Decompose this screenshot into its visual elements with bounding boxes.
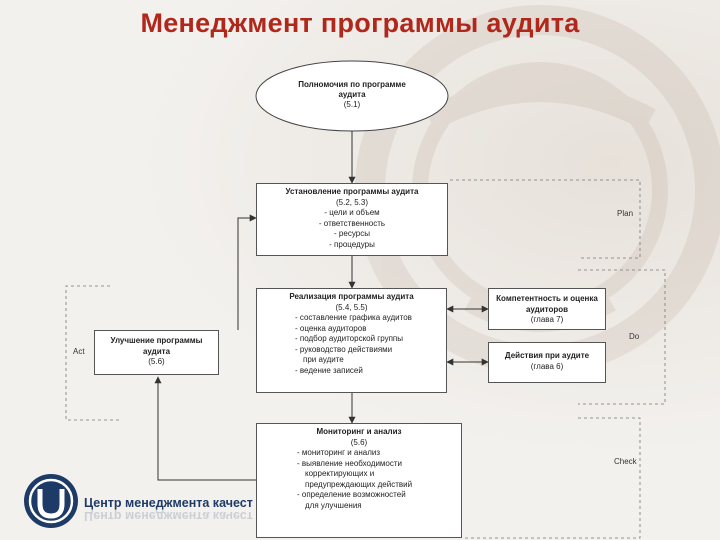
- monitor-ref: (5.6): [350, 437, 368, 447]
- slide-title: Менеджмент программы аудита: [140, 8, 580, 38]
- monitor-list: - мониторинг и анализ - выявление необхо…: [261, 448, 457, 511]
- plan-bracket: [450, 179, 641, 259]
- list-item: предупреждающих действий: [305, 479, 413, 489]
- improve-ref: (5.6): [148, 357, 165, 366]
- list-item: - мониторинг и анализ: [297, 448, 381, 457]
- activities-ref: (глава 6): [530, 361, 564, 371]
- list-item: для улучшения: [305, 500, 362, 510]
- logo-text: Центр менеджмента качест: [84, 496, 253, 510]
- authority-ref: (5.1): [343, 100, 361, 109]
- arrow-monitor-to-improve: [154, 376, 256, 481]
- organization-logo: [24, 474, 78, 528]
- list-item: - ресурсы: [334, 229, 370, 238]
- list-item: - процедуры: [329, 239, 375, 249]
- phase-act-label: Act: [73, 347, 85, 356]
- list-item: при аудите: [303, 355, 344, 364]
- establish-box: Установление программы аудита (5.2, 5.3)…: [256, 183, 448, 256]
- improve-title: Улучшение программы аудита: [110, 336, 203, 356]
- establish-list: - цели и объем - ответственность - ресур…: [261, 208, 443, 250]
- phase-plan-label: Plan: [617, 209, 634, 218]
- implement-title: Реализация программы аудита: [289, 292, 414, 301]
- list-item: - руководство действиями: [295, 344, 393, 354]
- competence-ref: (глава 7): [530, 315, 564, 324]
- list-item: - ведение записей: [295, 365, 363, 375]
- monitor-title: Мониторинг и анализ: [316, 427, 402, 436]
- list-item: - подбор аудиторской группы: [295, 334, 403, 343]
- list-item: - составление графика аудитов: [295, 313, 412, 322]
- logo-text-reflection: Центр менеджмента качест: [84, 509, 253, 523]
- establish-ref: (5.2, 5.3): [335, 197, 368, 207]
- check-bracket: [462, 417, 641, 539]
- implement-list: - составление графика аудитов - оценка а…: [261, 313, 442, 376]
- implement-ref: (5.4, 5.5): [335, 302, 368, 312]
- establish-title: Установление программы аудита: [285, 187, 419, 196]
- list-item: - цели и объем: [324, 208, 380, 217]
- arrow-improve-to-establish: [237, 214, 257, 330]
- do-bracket: [578, 269, 666, 405]
- authority-text: Полномочия по программе аудита (5.1): [286, 80, 418, 110]
- list-item: корректирующих и: [305, 469, 375, 478]
- monitor-box: Мониторинг и анализ (5.6) - мониторинг и…: [256, 423, 462, 538]
- list-item: - выявление необходимости: [297, 458, 402, 468]
- activities-title: Действия при аудите: [504, 351, 590, 360]
- competence-box: Компетентность и оценка аудиторов (глава…: [488, 288, 606, 330]
- implement-box: Реализация программы аудита (5.4, 5.5) -…: [256, 288, 447, 393]
- act-bracket: [65, 285, 120, 421]
- phase-do-label: Do: [629, 332, 640, 341]
- competence-title: Компетентность и оценка аудиторов: [496, 294, 598, 314]
- list-item: - оценка аудиторов: [295, 323, 367, 333]
- list-item: - определение возможностей: [297, 490, 406, 499]
- list-item: - ответственность: [318, 218, 386, 228]
- phase-check-label: Check: [614, 457, 637, 466]
- improve-box: Улучшение программы аудита (5.6): [94, 330, 219, 375]
- activities-box: Действия при аудите (глава 6): [488, 342, 606, 383]
- authority-title: Полномочия по программе аудита: [298, 80, 406, 99]
